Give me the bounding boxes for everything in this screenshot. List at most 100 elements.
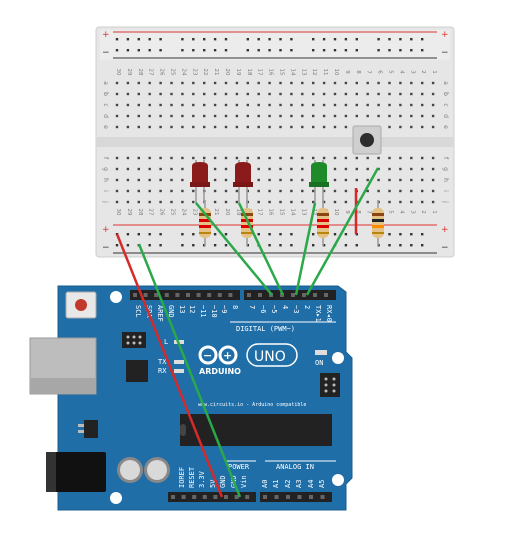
rail-hole[interactable] [203,49,206,52]
terminal-hole[interactable] [279,156,282,160]
header-pin[interactable] [286,495,290,499]
rail-hole[interactable] [290,49,293,52]
terminal-hole[interactable] [333,178,337,182]
rail-hole[interactable] [279,38,282,41]
terminal-hole[interactable] [192,189,195,193]
terminal-hole[interactable] [322,114,326,118]
rail-hole[interactable] [192,49,195,52]
rail-hole[interactable] [333,38,337,41]
wire-pin-4[interactable] [237,202,285,296]
header-pin[interactable] [258,293,262,297]
terminal-hole[interactable] [377,114,380,118]
terminal-hole[interactable] [257,92,260,96]
terminal-hole[interactable] [279,92,282,96]
terminal-hole[interactable] [388,189,391,193]
led-green[interactable] [309,160,329,203]
rail-hole[interactable] [192,244,195,247]
rail-hole[interactable] [126,244,130,247]
terminal-hole[interactable] [148,92,151,96]
header-pin[interactable] [143,293,148,297]
header-top-left[interactable] [130,290,240,300]
rail-hole[interactable] [388,38,391,41]
terminal-hole[interactable] [137,103,140,107]
terminal-hole[interactable] [170,189,173,193]
terminal-holes-top[interactable] [115,81,435,129]
rail-hole[interactable] [213,49,217,52]
rail-hole[interactable] [257,233,260,236]
terminal-hole[interactable] [366,156,369,160]
rail-hole[interactable] [312,233,315,236]
terminal-hole[interactable] [137,178,140,182]
led-red-1[interactable] [190,160,210,203]
rail-hole[interactable] [213,233,217,236]
terminal-hole[interactable] [257,200,260,204]
terminal-hole[interactable] [366,200,369,204]
terminal-hole[interactable] [366,189,369,193]
terminal-hole[interactable] [421,156,424,160]
terminal-hole[interactable] [203,156,206,160]
terminal-hole[interactable] [246,81,249,85]
rail-hole[interactable] [246,244,249,247]
rail-hole[interactable] [203,38,206,41]
terminal-hole[interactable] [421,178,424,182]
header-pin[interactable] [175,293,180,297]
terminal-hole[interactable] [203,114,206,118]
terminal-hole[interactable] [431,92,435,96]
rail-hole[interactable] [312,49,315,52]
terminal-hole[interactable] [181,178,184,182]
rail-hole[interactable] [333,233,337,236]
terminal-hole[interactable] [224,178,228,182]
rail-hole[interactable] [224,38,228,41]
terminal-hole[interactable] [431,103,435,107]
terminal-hole[interactable] [333,125,337,129]
rail-hole[interactable] [388,49,391,52]
terminal-hole[interactable] [388,81,391,85]
terminal-hole[interactable] [213,92,217,96]
header-pin[interactable] [217,293,222,297]
rail-hole[interactable] [257,49,260,52]
terminal-hole[interactable] [213,81,217,85]
terminal-hole[interactable] [388,114,391,118]
terminal-hole[interactable] [290,114,293,118]
terminal-hole[interactable] [279,114,282,118]
terminal-hole[interactable] [192,114,195,118]
terminal-hole[interactable] [148,189,151,193]
terminal-hole[interactable] [148,114,151,118]
terminal-hole[interactable] [431,200,435,204]
terminal-hole[interactable] [431,167,435,171]
rail-hole[interactable] [126,49,130,52]
terminal-hole[interactable] [159,167,162,171]
terminal-hole[interactable] [322,92,326,96]
terminal-hole[interactable] [181,125,184,129]
terminal-hole[interactable] [421,189,424,193]
terminal-hole[interactable] [268,189,271,193]
terminal-hole[interactable] [410,92,413,96]
rail-hole[interactable] [355,244,358,247]
terminal-hole[interactable] [268,114,271,118]
terminal-hole[interactable] [148,167,151,171]
rail-hole[interactable] [410,38,413,41]
terminal-hole[interactable] [333,114,337,118]
terminal-hole[interactable] [366,167,369,171]
terminal-hole[interactable] [203,103,206,107]
terminal-hole[interactable] [290,103,293,107]
terminal-hole[interactable] [399,114,402,118]
rail-hole[interactable] [279,49,282,52]
terminal-hole[interactable] [410,178,413,182]
header-pin[interactable] [245,495,250,499]
header-pin[interactable] [263,495,267,499]
header-pin[interactable] [313,293,317,297]
rail-hole[interactable] [148,49,151,52]
resistor-4[interactable] [372,200,384,246]
terminal-hole[interactable] [410,103,413,107]
terminal-hole[interactable] [137,167,140,171]
terminal-hole[interactable] [170,167,173,171]
terminal-hole[interactable] [312,189,315,193]
terminal-hole[interactable] [301,92,304,96]
terminal-hole[interactable] [181,114,184,118]
terminal-hole[interactable] [137,189,140,193]
terminal-hole[interactable] [213,167,217,171]
terminal-hole[interactable] [137,156,140,160]
terminal-hole[interactable] [377,103,380,107]
